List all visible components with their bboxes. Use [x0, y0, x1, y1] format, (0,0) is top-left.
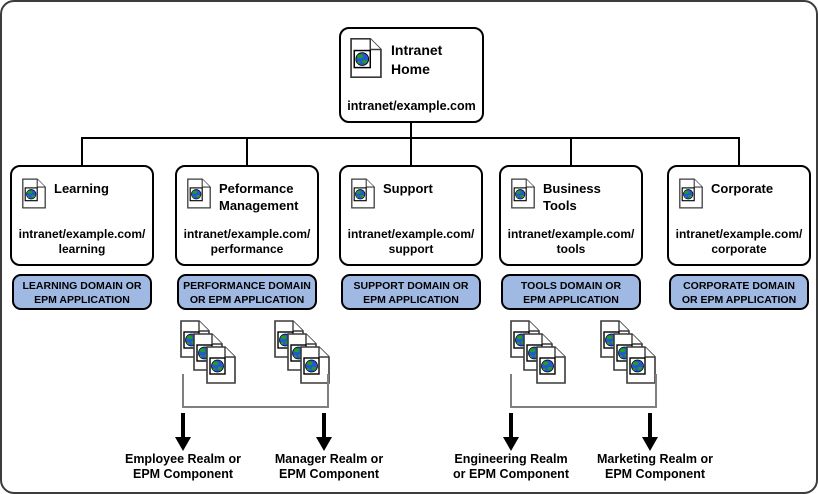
connector-drop-learning: [81, 137, 83, 165]
node-url: intranet/example.com/ support: [347, 227, 475, 256]
bracket-bottom: [510, 406, 657, 408]
node-title: Learning: [54, 181, 109, 196]
web-page-icon: [350, 37, 382, 79]
node-url: intranet/example.com/ corporate: [675, 227, 803, 256]
badge-support-domain: SUPPORT DOMAIN OR EPM APPLICATION: [341, 274, 481, 310]
node-learning: Learning intranet/example.com/ learning: [10, 165, 154, 266]
node-title: Support: [383, 181, 433, 196]
bracket-left: [182, 374, 184, 408]
page-stack: [510, 320, 568, 386]
node-url: intranet/example.com/ performance: [183, 227, 311, 256]
bracket-left: [510, 374, 512, 408]
web-page-icon: [351, 178, 375, 209]
node-support: Support intranet/example.com/ support: [339, 165, 483, 266]
node-title: Peformance Management: [219, 181, 299, 213]
node-title: Corporate: [711, 181, 774, 196]
web-page-icon: [300, 346, 330, 384]
connector-root-drop: [410, 123, 412, 138]
web-page-icon: [679, 178, 703, 209]
web-page-icon: [511, 178, 535, 209]
connector-drop-corporate: [738, 137, 740, 165]
realm-label-employee: Employee Realm or EPM Component: [124, 452, 241, 481]
node-intranet-home: Intranet Home intranet/example.com: [339, 27, 484, 123]
connector-drop-performance: [246, 137, 248, 165]
page-stack: [180, 320, 238, 386]
bracket-right: [327, 374, 329, 408]
web-page-icon: [206, 346, 236, 384]
page-stack: [600, 320, 658, 386]
badge-tools-domain: TOOLS DOMAIN OR EPM APPLICATION: [501, 274, 641, 310]
realm-label-manager: Manager Realm or EPM Component: [274, 452, 384, 481]
node-title: Business Tools: [543, 181, 601, 213]
node-corporate: Corporate intranet/example.com/ corporat…: [667, 165, 811, 266]
node-url: intranet/example.com: [347, 99, 476, 113]
node-business-tools: Business Tools intranet/example.com/ too…: [499, 165, 643, 266]
web-page-icon: [536, 346, 566, 384]
realm-label-engineering: Engineering Realm or EPM Component: [453, 452, 569, 481]
node-url: intranet/example.com/ learning: [18, 227, 146, 256]
web-page-icon: [22, 178, 46, 209]
web-page-icon: [626, 346, 656, 384]
web-page-icon: [187, 178, 211, 209]
page-stack: [274, 320, 332, 386]
connector-drop-support: [410, 137, 412, 165]
realm-label-marketing: Marketing Realm or EPM Component: [596, 452, 713, 481]
node-title: Intranet Home: [391, 42, 443, 77]
node-performance-management: Peformance Management intranet/example.c…: [175, 165, 319, 266]
bracket-right: [655, 374, 657, 408]
badge-corporate-domain: CORPORATE DOMAIN OR EPM APPLICATION: [669, 274, 809, 310]
badge-performance-domain: PERFORMANCE DOMAIN OR EPM APPLICATION: [177, 274, 317, 310]
bracket-bottom: [182, 406, 329, 408]
connector-drop-business-tools: [570, 137, 572, 165]
badge-learning-domain: LEARNING DOMAIN OR EPM APPLICATION: [12, 274, 152, 310]
node-url: intranet/example.com/ tools: [507, 227, 635, 256]
